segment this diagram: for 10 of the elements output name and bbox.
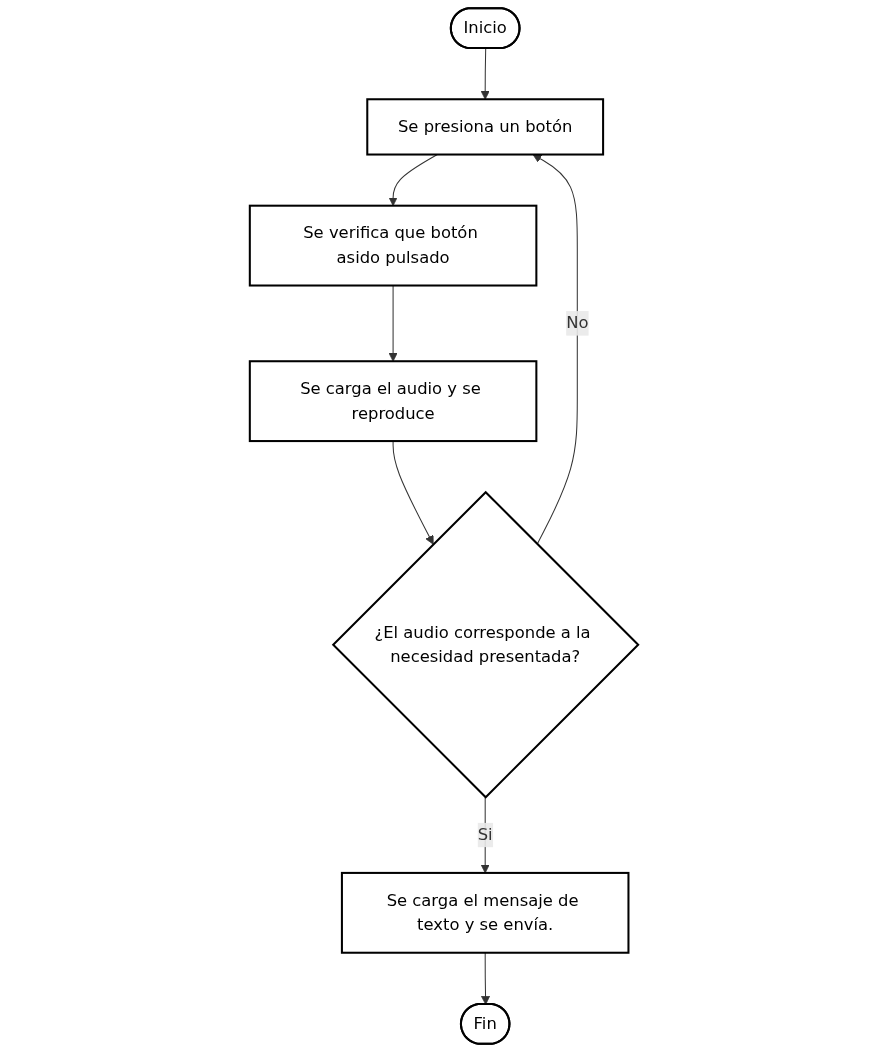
arrow [388,285,398,362]
edge-label: No [566,313,589,333]
node-box [340,871,630,954]
arrow [532,154,578,545]
arrow [480,48,490,100]
node-box [366,98,605,156]
edge-label: Si [477,824,493,845]
node-box [248,360,538,443]
node-diamond [331,490,640,799]
node-box [248,204,538,287]
